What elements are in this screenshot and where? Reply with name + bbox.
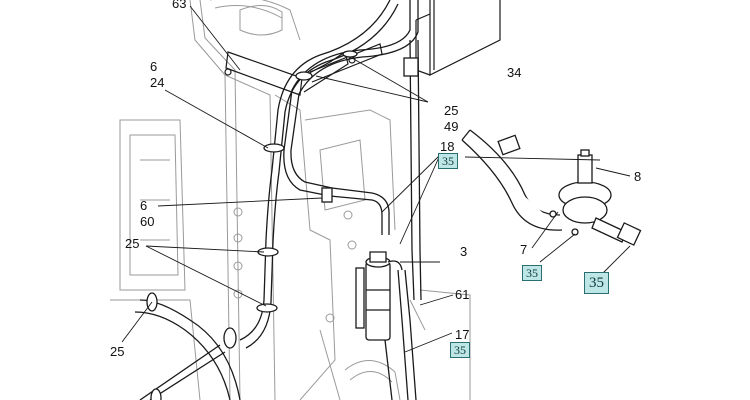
callout-8: 8 <box>634 169 642 184</box>
callout-25-top: 25 <box>444 103 459 118</box>
callout-6-middle: 6 <box>140 198 148 213</box>
reference-badge-17: 35 <box>450 342 470 358</box>
callout-61: 61 <box>455 287 470 302</box>
callout-17: 17 <box>455 327 470 342</box>
reference-badge-valve: 35 <box>584 272 609 294</box>
callout-24: 24 <box>150 75 165 90</box>
callout-25-lower: 25 <box>110 344 125 359</box>
callout-25-middle: 25 <box>125 236 140 251</box>
receiver-dryer <box>355 251 403 341</box>
callout-18: 18 <box>440 139 455 154</box>
callout-7: 7 <box>520 242 528 257</box>
callout-49: 49 <box>444 119 459 134</box>
hose-clamps <box>146 50 419 400</box>
reference-badge-18: 35 <box>438 153 458 169</box>
valve-detail-view <box>461 129 642 246</box>
callout-63: 63 <box>172 0 187 11</box>
frame-bolts <box>233 207 357 323</box>
callout-6-upper: 6 <box>150 59 158 74</box>
callout-34: 34 <box>507 65 522 80</box>
condenser-box <box>415 0 501 76</box>
machine-frame-outline <box>110 0 471 400</box>
leader-lines <box>121 5 631 353</box>
callout-60: 60 <box>140 214 155 229</box>
reference-badge-7: 35 <box>522 265 542 281</box>
callout-3: 3 <box>460 244 468 259</box>
